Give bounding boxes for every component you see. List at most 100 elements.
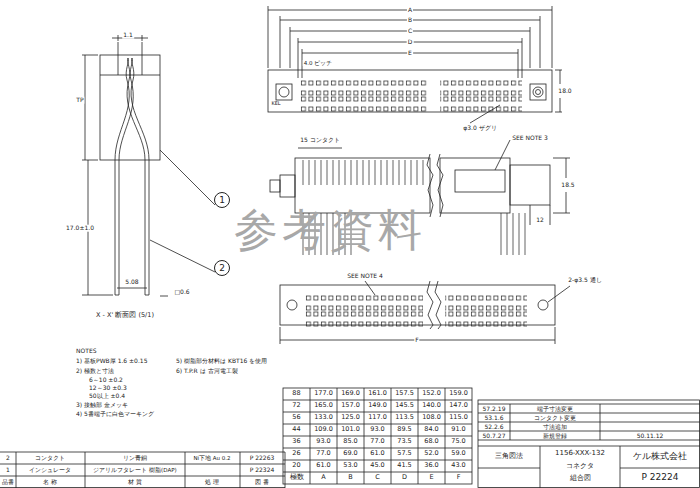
table-cell: 91.0 [450,426,466,433]
table-cell: 159.0 [448,390,469,397]
table-cell: 177.0 [313,390,334,397]
table-cell: 108.0 [421,414,442,421]
table-cell: B [347,474,353,481]
table-cell: D [401,474,408,481]
note: 3) 接触部 金メッキ [75,402,129,409]
note: 2) 極数と寸法 [75,368,115,375]
table-cell: E [428,474,434,481]
logo-mark: KEL [270,101,281,107]
table-cell: 36 [291,438,301,445]
table-cell: 61.0 [369,450,385,457]
title-block-text: 52.2.6 [483,423,504,430]
table-cell: 161.0 [367,390,388,397]
title-block-text: P 22224 [641,473,680,483]
dimension-letter: A [407,7,413,14]
dimension: 15 コンタクト [299,137,341,144]
table-cell: 109.0 [313,426,334,433]
parts-cell: 2 [5,455,11,462]
table-cell: 52.0 [423,450,439,457]
parts-cell: P 22263 [249,455,276,462]
table-cell: 77.0 [369,438,385,445]
dimension: □0.6 [173,289,190,296]
table-cell: 133.0 [313,414,334,421]
callout-number: 2 [219,264,225,273]
note: 1) 基板PWB厚 1.6 ±0.15 [75,358,148,365]
table-cell: 26 [291,450,301,457]
note: 5) 樹脂部分材料は KBT16 を使用 [175,358,268,365]
linework [0,6,700,488]
table-cell: 165.0 [313,402,334,409]
table-cell: 88 [291,390,301,397]
table-cell: 61.0 [315,462,331,469]
note: 4) 5番端子に白色マーキング [75,411,155,418]
title-block-text: 50.11.12 [636,432,665,439]
table-cell: 147.0 [448,402,469,409]
table-cell: 93.0 [315,438,331,445]
table-cell: 85.0 [342,438,358,445]
table-cell: 84.0 [423,426,439,433]
dimension: 18.5 [560,182,575,189]
table-cell: 149.0 [367,402,388,409]
table-cell: 72 [291,402,301,409]
table-cell: 93.0 [369,426,385,433]
dimension: φ3.0 ザグリ [462,125,497,132]
title-block-text: 1156-XXX-132 [554,450,606,458]
dimension: 12 [535,217,545,224]
parts-cell: 品番 [1,479,15,486]
title-block-text: 端子寸法変更 [536,405,574,412]
parts-cell: P 22324 [249,467,276,474]
dimension: 18.0 [557,88,572,95]
table-cell: 152.0 [421,390,442,397]
table-cell: 20 [291,462,301,469]
table-cell: 75.0 [450,438,466,445]
table-cell: 56 [291,414,301,421]
parts-cell: 材 質 [127,479,143,486]
table-cell: 125.0 [340,414,361,421]
table-cell: A [320,474,326,481]
table-cell: 36.0 [423,462,439,469]
table-cell: 41.5 [396,462,412,469]
table-cell: 57.5 [396,450,412,457]
table-cell: 117.0 [367,414,388,421]
table-cell: 169.0 [340,390,361,397]
note: 50以上 ±0.4 [88,393,126,400]
title-block-text: コンタクト変更 [533,414,577,421]
parts-cell: 処 理 [204,479,220,486]
table-cell: 73.5 [396,438,412,445]
table-cell: 157.0 [340,402,361,409]
table-cell: 145.5 [394,402,415,409]
title-block-text: コネクタ [565,463,595,471]
parts-cell: 1 [5,467,11,474]
note: 6～10 ±0.2 [88,377,124,384]
dimension: 17.0±1.0 [65,225,95,232]
callout-number: 1 [219,196,225,205]
title-block-text: 57.2.19 [482,405,507,412]
parts-cell: 図 番 [254,479,270,486]
table-cell: 68.0 [423,438,439,445]
note-ref: SEE NOTE 4 [346,273,384,280]
dimension-letter: F [414,337,419,344]
table-cell: 53.0 [342,462,358,469]
table-cell: 極数 [289,474,305,481]
dimension: 1.1 [122,32,134,39]
view-title: X - X' 断面図 (5/1) [95,312,155,319]
parts-cell: コンタクト [34,455,66,462]
title-block-text: ケル株式会社 [632,452,688,462]
callout-circle: 1 [214,192,230,208]
title-block-text: 50.7.27 [482,432,507,439]
dimension: 4.0 ピッチ [303,60,334,66]
dimension: 5.08 [124,279,139,286]
table-cell: 157.5 [394,390,415,397]
table-cell: C [374,474,381,481]
table-cell: 89.5 [396,426,412,433]
table-cell: 115.0 [448,414,469,421]
table-cell: 69.0 [342,450,358,457]
table-cell: 101.0 [340,426,361,433]
table-cell: 43.0 [450,462,466,469]
table-cell: F [456,474,462,481]
callout-circle: 2 [214,260,230,276]
title-block-text: 53.1.6 [483,414,504,421]
dimension: TP [75,97,84,104]
title-block-text: 三角図法 [494,453,524,460]
notes-heading: NOTES [75,348,97,355]
